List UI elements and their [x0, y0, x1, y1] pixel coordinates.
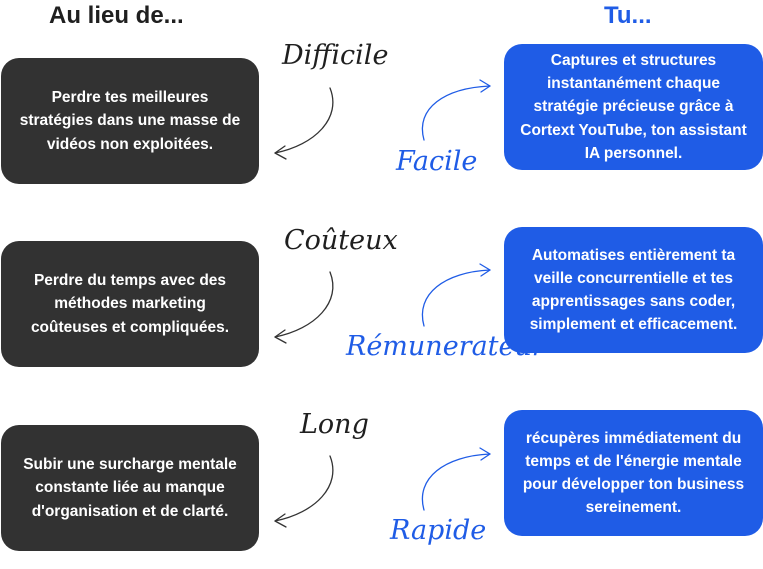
negative-word-1: Difficile: [282, 40, 389, 71]
heading-after: Tu...: [604, 2, 652, 29]
positive-word-3: Rapide: [390, 515, 487, 546]
arrow-left-1: [274, 87, 334, 160]
arrow-right-3: [421, 447, 491, 511]
positive-word-1: Facile: [396, 146, 478, 177]
before-text: Perdre du temps avec des méthodes market…: [30, 272, 230, 336]
heading-before: Au lieu de...: [49, 2, 184, 29]
after-text: Captures et structures instantanément ch…: [520, 51, 747, 162]
arrow-right-2: [421, 263, 491, 327]
before-text: Perdre tes meilleures stratégies dans un…: [19, 89, 241, 153]
after-text: récupères immédiatement du temps et de l…: [522, 429, 745, 517]
before-text: Subir une surcharge mentale constante li…: [23, 456, 237, 520]
after-card-1: Captures et structures instantanément ch…: [504, 44, 763, 170]
before-card-3: Subir une surcharge mentale constante li…: [1, 425, 259, 551]
arrow-left-3: [274, 455, 334, 528]
arrow-right-1: [421, 79, 491, 141]
negative-word-2: Coûteux: [284, 225, 398, 256]
before-card-2: Perdre du temps avec des méthodes market…: [1, 241, 259, 367]
arrow-left-2: [274, 271, 334, 344]
negative-word-3: Long: [300, 409, 369, 440]
before-card-1: Perdre tes meilleures stratégies dans un…: [1, 58, 259, 184]
after-text: Automatises entièrement ta veille concur…: [529, 246, 738, 334]
after-card-3: récupères immédiatement du temps et de l…: [504, 410, 763, 536]
after-card-2: Automatises entièrement ta veille concur…: [504, 227, 763, 353]
